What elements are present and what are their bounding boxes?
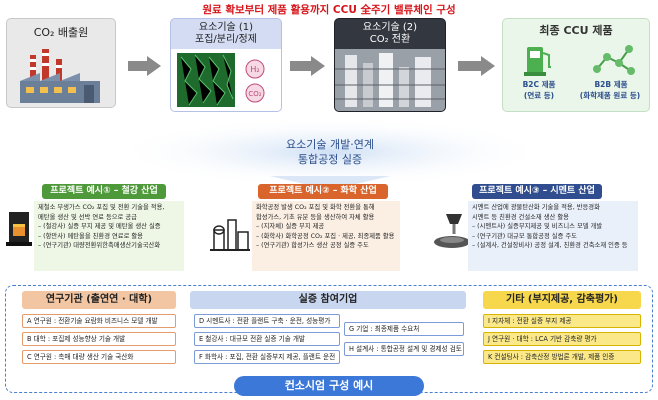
project-chemical-title: 프로젝트 예시② – 화학 산업 (258, 184, 388, 199)
stage-conversion-line1: 요소기술 (2) (362, 22, 418, 33)
project-steel-line: 제철소 부생가스 CO₂ 포집 및 전환 기술을 적용, (38, 204, 165, 211)
stage-conversion-line2: CO₂ 전환 (369, 34, 411, 45)
industry-column-title: 실증 참여기업 (190, 291, 466, 309)
research-item: A 연구원 : 전환기술 요람화 비즈니스 모델 개발 (22, 314, 176, 328)
flow-arrow-shaft (290, 61, 312, 71)
stage-co2-source-label: CO₂ 배출원 (33, 26, 89, 39)
research-item: B 대학 : 포집제 성능향상 기술 개발 (22, 332, 176, 346)
project-cement-body: 시멘트 산업에 광물탄산화 기술을 적용, 반응경화 시멘트 등 친환경 건설소… (468, 201, 638, 271)
banner-background (130, 120, 530, 190)
etc-column-title: 기타 (부지제공, 감축평가) (483, 291, 641, 309)
project-cement-line: 시멘트 산업에 광물탄산화 기술을 적용, 반응경화 (472, 204, 600, 211)
project-chemical-line: – (지자체) 실증 부지 제공 (256, 223, 325, 231)
furnace-icon (6, 212, 32, 246)
b2b-label: B2B 제품 (594, 80, 628, 89)
industry-item: F 화학사 : 포집, 전환 실증부지 제공, 플랜트 운전 (194, 350, 340, 364)
diagram-title: 원료 확보부터 제품 활용까지 CCU 全주기 밸류체인 구성 (202, 4, 456, 16)
flow-arrow-head (147, 56, 161, 76)
fuel-pump-icon (524, 47, 551, 76)
stage-co2-source: CO₂ 배출원 (6, 18, 116, 108)
project-chemical-line: 화학공정 발생 CO₂ 포집 및 화학 전환을 통해 (256, 204, 375, 211)
project-cement-line: – (시멘트사) 실증부지제공 및 비즈니스 모델 개발 (472, 223, 603, 231)
project-steel-line: 메탄올 생산 및 선박 연료 등으로 공급 (38, 213, 137, 221)
stage-capture: 요소기술 (1) 포집/분리/정제 H₂ CO₂ (170, 18, 282, 112)
co2-label: CO₂ (248, 90, 261, 98)
b2b-sublabel: (화학제품 원료 등) (579, 91, 641, 100)
project-chemical-line: – (화학사) 화학공정 CO₂ 포집 · 제공, 최종제품 활용 (256, 232, 395, 240)
etc-item: J 연구원 · 대학 : LCA 기반 감축량 평가 (483, 332, 641, 346)
banner-line1: 요소기술 개발·연계 (286, 138, 374, 151)
plant-icon (335, 49, 445, 111)
project-steel-title: 프로젝트 예시① – 철강 산업 (42, 184, 166, 199)
stage-capture-line2: 포집/분리/정제 (195, 34, 257, 45)
consortium-label: 컨소시엄 구성 예시 (234, 376, 424, 396)
stage-final-products: 최종 CCU 제품 B2C 제품 (연료 등) B2B 제품 (화학제품 원료 … (502, 18, 650, 112)
integration-banner: 요소기술 개발·연계 통합공정 실증 (220, 132, 440, 172)
chemical-plant-icon (210, 219, 250, 251)
industry-item: G 기업 : 최종제품 수요처 (344, 322, 464, 336)
factory-icon (20, 49, 100, 103)
stage-final-label: 최종 CCU 제품 (539, 24, 613, 37)
stage-capture-line1: 요소기술 (1) (198, 22, 254, 33)
b2c-label: B2C 제품 (522, 80, 556, 89)
project-cement-line: – (설계사, 건설장비사) 공정 설계, 친환경 건축소재 인증 등 (472, 242, 628, 250)
industry-item: D 시멘트사 : 전환 플랜트 구축 · 운전, 성능평가 (194, 314, 340, 328)
flow-arrow-shaft (458, 61, 482, 71)
b2c-sublabel: (연료 등) (523, 91, 555, 100)
project-cement-title: 프로젝트 예시③ – 시멘트 산업 (472, 184, 602, 199)
stage-conversion: 요소기술 (2) CO₂ 전환 (334, 18, 446, 112)
flow-arrow-head (481, 56, 495, 76)
project-steel-line: – (철강사) 실증 부지 제공 및 메탄올 생산 실증 (38, 223, 161, 231)
banner-line2: 통합공정 실증 (297, 153, 363, 166)
molecule-icon (593, 45, 635, 75)
industry-item: H 설계사 : 통합공정 설계 및 경제성 검토 (344, 342, 464, 356)
etc-item: K 컨설팅사 : 감축산정 방법론 개발, 제품 인증 (483, 350, 641, 364)
project-steel-line: – (연구기관) 대량전환위한촉매생산기술국산화 (38, 242, 161, 250)
project-chemical-line: – (연구기관) 합성가스 생산 공정 실증 주도 (256, 242, 369, 250)
flow-arrow-shaft (128, 61, 148, 71)
project-chemical-line: 합성가스, 기초 유분 등을 생산하여 자체 활용 (256, 213, 375, 221)
research-item: C 연구원 : 촉매 대량 생산 기술 국산화 (22, 350, 176, 364)
membrane-icon: H₂ CO₂ (171, 49, 281, 111)
flow-arrow-head (311, 56, 325, 76)
project-cement-line: 시멘트 등 친환경 건설소재 생산 활용 (472, 213, 569, 221)
cement-pour-icon (434, 214, 470, 248)
project-steel-line: – (항만사) 메탄올을 친환경 연료로 활용 (38, 232, 143, 240)
h2-label: H₂ (250, 65, 259, 74)
industry-item: E 철강사 : 대규모 전환 실증 기술 개발 (194, 332, 340, 346)
project-steel-body: 제철소 부생가스 CO₂ 포집 및 전환 기술을 적용, 메탄올 생산 및 선박… (34, 201, 184, 271)
etc-item: I 지자체 : 전환 실증 부지 제공 (483, 314, 641, 328)
project-chemical-body: 화학공정 발생 CO₂ 포집 및 화학 전환을 통해 합성가스, 기초 유분 등… (252, 201, 400, 271)
research-column-title: 연구기관 (출연연 · 대학) (22, 291, 176, 309)
project-cement-line: – (연구기관) 대규모 통합공정 실증 주도 (472, 232, 577, 240)
